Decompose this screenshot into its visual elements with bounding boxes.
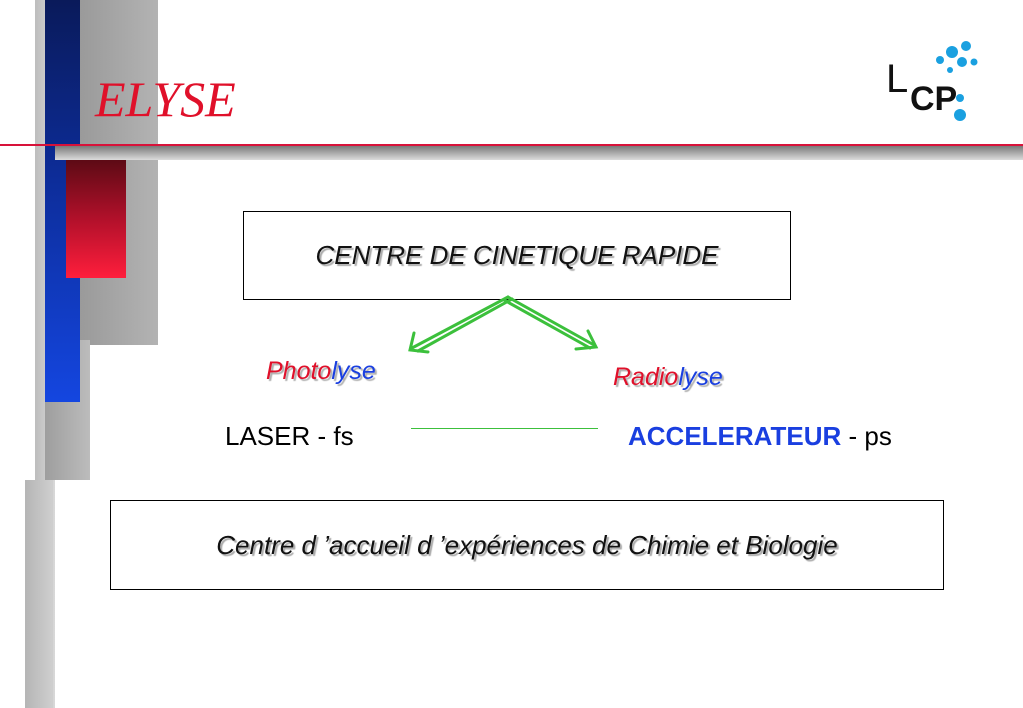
arrow-right-line-2 — [502, 298, 592, 350]
lcp-logo: L CP — [886, 41, 978, 121]
laser-accel-connector — [411, 428, 598, 429]
decor-bar-gray-low — [25, 480, 53, 708]
radiolyse-label: Radiolyse — [613, 363, 723, 392]
photolyse-label: Photolyse — [266, 357, 376, 386]
accueil-box: Centre d ’accueil d ’expériences de Chim… — [110, 500, 944, 590]
branch-arrows — [408, 295, 599, 354]
cinetique-text: CENTRE DE CINETIQUE RAPIDE — [315, 240, 719, 270]
arrow-right-line — [506, 295, 596, 347]
logo-dots — [936, 41, 978, 121]
title-underline-shadow — [55, 146, 1023, 160]
decor-bar-red — [66, 158, 126, 278]
accelerateur-bold: ACCELERATEUR — [628, 421, 842, 451]
accelerateur-label: ACCELERATEUR - ps — [628, 421, 892, 452]
accueil-text: Centre d ’accueil d ’expériences de Chim… — [216, 529, 838, 560]
arrow-left-line — [410, 295, 510, 350]
radiolyse-prefix: Radio — [613, 363, 679, 391]
photolyse-suffix: lyse — [331, 357, 376, 385]
logo-letter-l: L — [886, 57, 908, 101]
slide-title: ELYSE — [95, 71, 236, 127]
arrow-left-head — [408, 331, 430, 354]
radiolyse-suffix: lyse — [678, 363, 723, 391]
arrow-right-head — [574, 329, 599, 351]
laser-label: LASER - fs — [225, 421, 354, 451]
cinetique-box: CENTRE DE CINETIQUE RAPIDE — [243, 211, 791, 300]
accelerateur-suffix: - ps — [841, 421, 892, 451]
photolyse-prefix: Photo — [266, 357, 332, 385]
title-underline — [0, 144, 1023, 146]
arrow-left-line-2 — [416, 297, 514, 353]
logo-letters-cp: CP — [910, 80, 957, 118]
